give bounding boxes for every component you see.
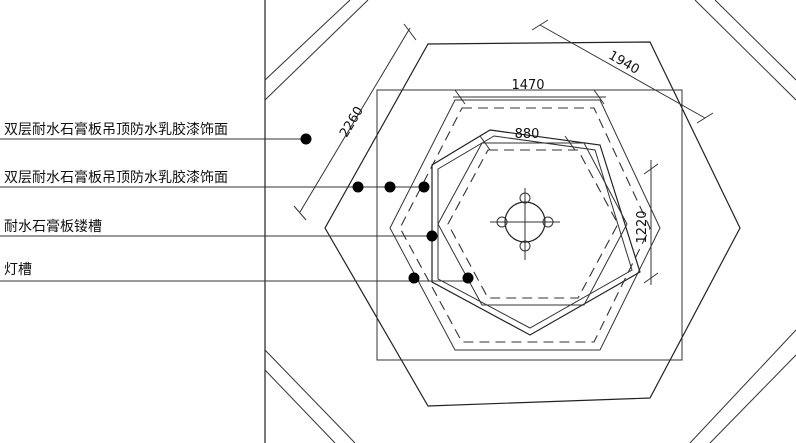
rotated-hexagon-inner bbox=[437, 135, 633, 329]
dimension-1220 bbox=[643, 160, 659, 285]
callout-3-label: 耐水石膏板镂槽 bbox=[4, 218, 102, 235]
callout-1-label: 双层耐水石膏板吊顶防水乳胶漆饰面 bbox=[4, 121, 228, 138]
callout-2-label: 双层耐水石膏板吊顶防水乳胶漆饰面 bbox=[4, 169, 228, 186]
inner-hexagon bbox=[437, 142, 628, 306]
dimension-1470-label: 1470 bbox=[511, 78, 544, 93]
dimension-1940-label: 1940 bbox=[606, 48, 642, 78]
dimension-880 bbox=[479, 135, 576, 151]
dimension-880-label: 880 bbox=[515, 127, 540, 142]
callout-1-leader bbox=[0, 133, 312, 145]
dimension-2260 bbox=[293, 23, 417, 221]
callout-2-leader bbox=[0, 181, 430, 193]
dimension-1470 bbox=[453, 89, 606, 105]
callout-3-leader bbox=[0, 230, 438, 242]
dimension-1220-label: 1220 bbox=[635, 210, 650, 243]
middle-hexagon-dashed bbox=[399, 107, 651, 343]
inner-hexagon-dashed bbox=[447, 149, 619, 299]
outer-diamond-frame bbox=[264, 0, 796, 443]
center-light-fixture bbox=[490, 188, 560, 260]
callout-4-leader bbox=[0, 272, 474, 284]
callout-4-label: 灯槽 bbox=[4, 262, 32, 278]
middle-hexagon bbox=[389, 99, 661, 351]
inner-square-frame bbox=[376, 89, 683, 361]
outer-hexagon bbox=[324, 41, 741, 407]
dimension-2260-label: 2260 bbox=[337, 104, 367, 140]
dimension-1940 bbox=[531, 19, 714, 124]
rotated-hexagon-outer bbox=[431, 129, 641, 336]
